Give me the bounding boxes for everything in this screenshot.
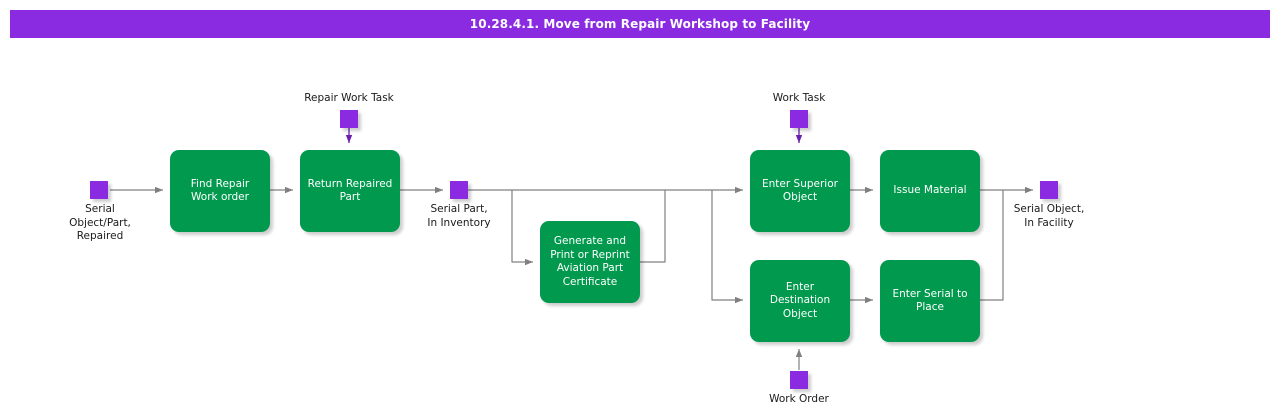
edge-merge-to-enter-destination bbox=[711, 190, 743, 304]
object-marker-serial-object-part-repaired[interactable] bbox=[90, 181, 108, 199]
process-label: Return Repaired Part bbox=[307, 177, 393, 204]
process-label: Generate and Print or Reprint Aviation P… bbox=[550, 235, 630, 288]
process-label: Enter Destination Object bbox=[769, 280, 831, 320]
object-label-repair-work-task: Repair Work Task bbox=[304, 92, 394, 104]
process-label: Enter Superior Object bbox=[762, 177, 838, 204]
object-label-serial-object-part-repaired: Serial Object/Part, Repaired bbox=[69, 203, 131, 242]
object-marker-repair-work-task[interactable] bbox=[340, 110, 358, 128]
process-generate-aviation-part-certificate[interactable]: Generate and Print or Reprint Aviation P… bbox=[540, 221, 640, 303]
process-issue-material[interactable]: Issue Material bbox=[880, 150, 980, 232]
object-marker-work-order[interactable] bbox=[790, 371, 808, 389]
process-enter-destination-object[interactable]: Enter Destination Object bbox=[750, 260, 850, 342]
object-label-serial-part-in-inventory: Serial Part, In Inventory bbox=[427, 203, 491, 229]
object-marker-work-task[interactable] bbox=[790, 110, 808, 128]
page-title-bar: 10.28.4.1. Move from Repair Workshop to … bbox=[10, 10, 1270, 38]
process-label: Enter Serial to Place bbox=[892, 287, 968, 314]
process-label: Find Repair Work order bbox=[190, 177, 250, 204]
process-find-repair-work-order[interactable]: Find Repair Work order bbox=[170, 150, 270, 232]
object-label-work-order: Work Order bbox=[769, 393, 829, 405]
process-enter-superior-object[interactable]: Enter Superior Object bbox=[750, 150, 850, 232]
edge-certificate-to-merge bbox=[640, 190, 666, 263]
object-label-serial-object-in-facility: Serial Object, In Facility bbox=[1013, 203, 1085, 229]
process-enter-serial-to-place[interactable]: Enter Serial to Place bbox=[880, 260, 980, 342]
object-marker-serial-object-in-facility[interactable] bbox=[1040, 181, 1058, 199]
process-label: Issue Material bbox=[893, 184, 967, 197]
object-label-work-task: Work Task bbox=[772, 92, 826, 104]
page-title: 10.28.4.1. Move from Repair Workshop to … bbox=[469, 17, 811, 31]
object-marker-serial-part-in-inventory[interactable] bbox=[450, 181, 468, 199]
process-return-repaired-part[interactable]: Return Repaired Part bbox=[300, 150, 400, 232]
